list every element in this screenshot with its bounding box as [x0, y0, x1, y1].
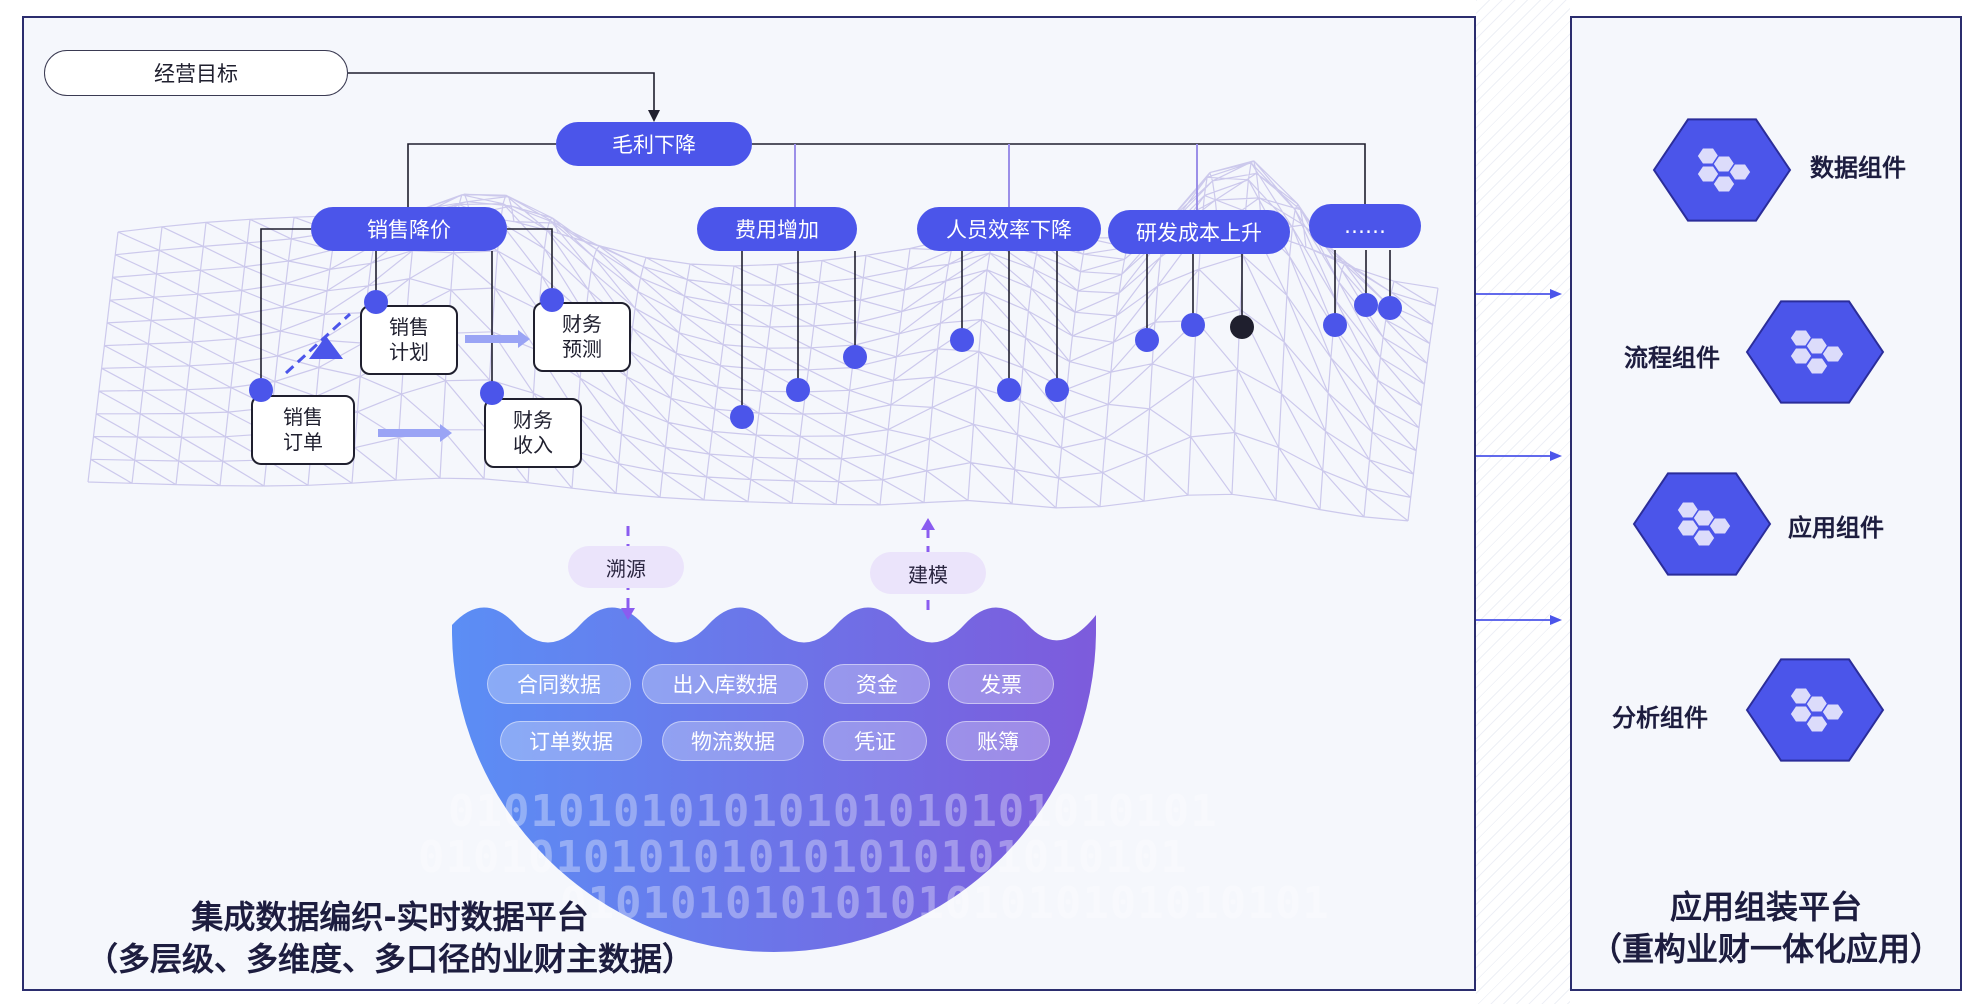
data-chip: 发票 — [948, 664, 1054, 704]
leaf-dot — [1354, 293, 1378, 317]
leaf-dot — [540, 288, 564, 312]
data-chip: 合同数据 — [487, 664, 631, 704]
cube-cell — [1821, 703, 1845, 721]
finance-forecast-box: 财务 预测 — [533, 302, 631, 372]
root-right-link — [752, 143, 1366, 204]
sales-order-link — [260, 228, 311, 390]
left-caption: 集成数据编织-实时数据平台 （多层级、多维度、多口径的业财主数据） — [40, 896, 740, 980]
right-caption: 应用组装平台 （重构业财一体化应用） — [1572, 886, 1960, 970]
data-chip: 物流数据 — [662, 721, 804, 761]
level2-node: 人员效率下降 — [917, 207, 1101, 251]
cube-cell — [1805, 357, 1829, 375]
data-chip: 凭证 — [823, 721, 927, 761]
leaf-dot — [1181, 313, 1205, 337]
root-left-link — [407, 143, 556, 207]
leaf-dot — [1135, 328, 1159, 352]
arrow-head — [621, 608, 635, 620]
component-cube-icon — [1696, 147, 1752, 193]
data-component-label: 数据组件 — [1810, 154, 1906, 182]
arrow-head — [648, 110, 660, 122]
goal-to-root-link — [348, 72, 655, 112]
level2-node: …… — [1309, 204, 1421, 248]
sales-order-box: 销售 订单 — [251, 395, 355, 465]
arrow-head — [440, 424, 452, 442]
leaf-dot-dark — [1230, 315, 1254, 339]
component-cube-icon — [1789, 329, 1845, 375]
mesh-lines — [87, 160, 1439, 522]
dashed-link — [284, 312, 352, 375]
root-branch-links — [794, 144, 1198, 210]
analysis-component-label: 分析组件 — [1612, 704, 1708, 732]
component-cube-icon — [1789, 687, 1845, 733]
trace-tag: 溯源 — [568, 546, 684, 588]
data-chip: 账簿 — [946, 721, 1050, 761]
finance-forecast-link — [507, 228, 553, 297]
level2-node: 费用增加 — [697, 207, 857, 251]
leaf-dot — [786, 378, 810, 402]
leaf-dot — [1378, 296, 1402, 320]
leaf-dot — [1323, 313, 1347, 337]
component-cube-icon — [1676, 501, 1732, 547]
leaf-dot — [997, 378, 1021, 402]
data-chip: 订单数据 — [500, 721, 642, 761]
cube-cell — [1692, 529, 1716, 547]
level2-node: 研发成本上升 — [1108, 210, 1290, 254]
right-caption-line1: 应用组装平台 — [1669, 888, 1862, 926]
level2-node: 销售降价 — [311, 207, 507, 251]
cube-cell — [1728, 163, 1752, 181]
cube-cell — [1805, 715, 1829, 733]
data-chip: 出入库数据 — [642, 664, 808, 704]
leaf-dot — [1045, 378, 1069, 402]
leaf-dot — [249, 378, 273, 402]
binary-text: 0101010101010101010101010101 — [448, 786, 1218, 837]
business-goal-node: 经营目标 — [44, 50, 348, 96]
background-hatch — [1476, 0, 1570, 1004]
application-component-label: 应用组件 — [1788, 514, 1884, 542]
arrow-head — [1550, 615, 1562, 625]
cube-cell — [1712, 175, 1736, 193]
root-node: 毛利下降 — [556, 122, 752, 166]
arrow-head — [921, 518, 935, 530]
cube-cell — [1708, 517, 1732, 535]
leaf-dot — [730, 405, 754, 429]
triangle-marker — [309, 336, 343, 359]
model-tag: 建模 — [870, 552, 986, 594]
cube-cell — [1821, 345, 1845, 363]
right-caption-line2: （重构业财一体化应用） — [1589, 930, 1942, 968]
leaf-dot — [364, 290, 388, 314]
leaf-dot — [843, 345, 867, 369]
process-component-label: 流程组件 — [1624, 344, 1720, 372]
arrow-head — [1550, 451, 1562, 461]
arrow-head — [1550, 289, 1562, 299]
leaf-dot — [950, 328, 974, 352]
binary-text: 0101010101010101010101010101 — [418, 832, 1188, 883]
arrow-head — [518, 330, 530, 348]
left-caption-line2: （多层级、多维度、多口径的业财主数据） — [85, 940, 694, 978]
sales-plan-box: 销售 计划 — [360, 305, 458, 375]
binary-text: 0101010101010101010101010101 — [560, 878, 1330, 929]
leaf-dot — [480, 381, 504, 405]
data-chip: 资金 — [824, 664, 930, 704]
finance-income-box: 财务 收入 — [484, 398, 582, 468]
left-caption-line1: 集成数据编织-实时数据平台 — [191, 898, 589, 936]
